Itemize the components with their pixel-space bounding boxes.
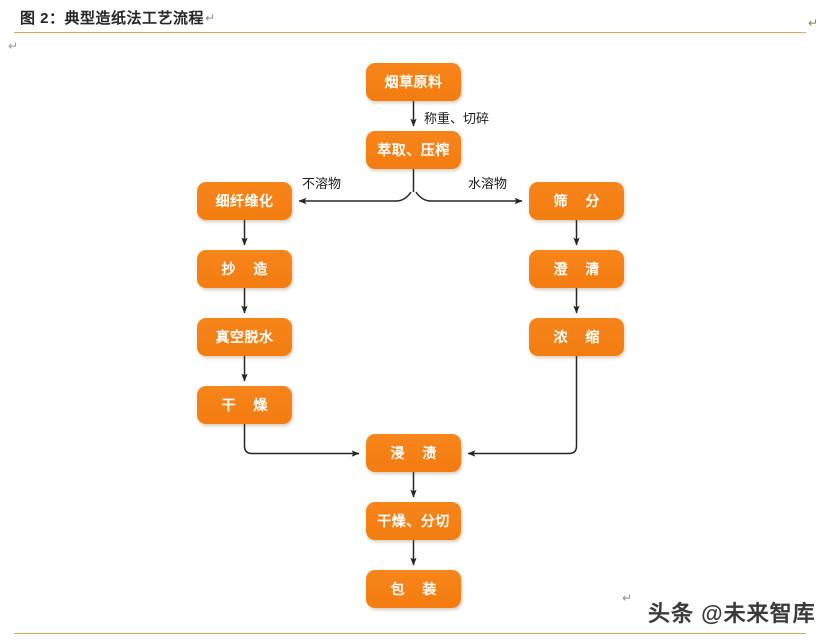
page-title: 图 2：典型造纸法工艺流程↵ (20, 7, 216, 28)
node-packaging[interactable]: 包 装 (366, 570, 461, 608)
connector-extract-to-screen (415, 191, 523, 205)
edge-label-soluble: 水溶物 (468, 176, 508, 191)
connector-extract-to-fibril (298, 191, 412, 205)
edge-label-insoluble: 不溶物 (302, 176, 342, 191)
document-header: 图 2：典型造纸法工艺流程↵ ↵ (0, 0, 820, 33)
node-vacuum-dewatering[interactable]: 真空脱水 (197, 318, 292, 356)
connector-concentrate-to-soak (467, 356, 578, 457)
node-drying-cutting[interactable]: 干燥、分切 (366, 502, 461, 540)
node-papermaking[interactable]: 抄 造 (197, 250, 292, 288)
pilcrow-icon-left: ↵ (8, 39, 19, 53)
node-fibrillation[interactable]: 细纤维化 (197, 182, 292, 220)
node-concentration[interactable]: 浓 缩 (529, 318, 624, 356)
footer-divider (14, 633, 806, 634)
edge-label-weigh-shred: 称重、切碎 (424, 111, 490, 126)
pilcrow-icon-right: ↵ (807, 16, 818, 30)
node-impregnation[interactable]: 浸 渍 (366, 434, 461, 472)
node-drying[interactable]: 干 燥 (197, 386, 292, 424)
title-divider (14, 32, 806, 33)
node-clarification[interactable]: 澄 清 (529, 250, 624, 288)
pilcrow-icon: ↵ (205, 11, 216, 25)
connector-dry1-to-soak (243, 424, 360, 457)
watermark-label: 头条 @未来智库 (648, 601, 816, 626)
node-extract-press[interactable]: 萃取、压榨 (366, 131, 461, 169)
pilcrow-icon-footer: ↵ (622, 591, 633, 605)
node-raw-material[interactable]: 烟草原料 (366, 63, 461, 101)
page-title-text: 图 2：典型造纸法工艺流程 (20, 10, 205, 27)
node-screening[interactable]: 筛 分 (529, 182, 624, 220)
